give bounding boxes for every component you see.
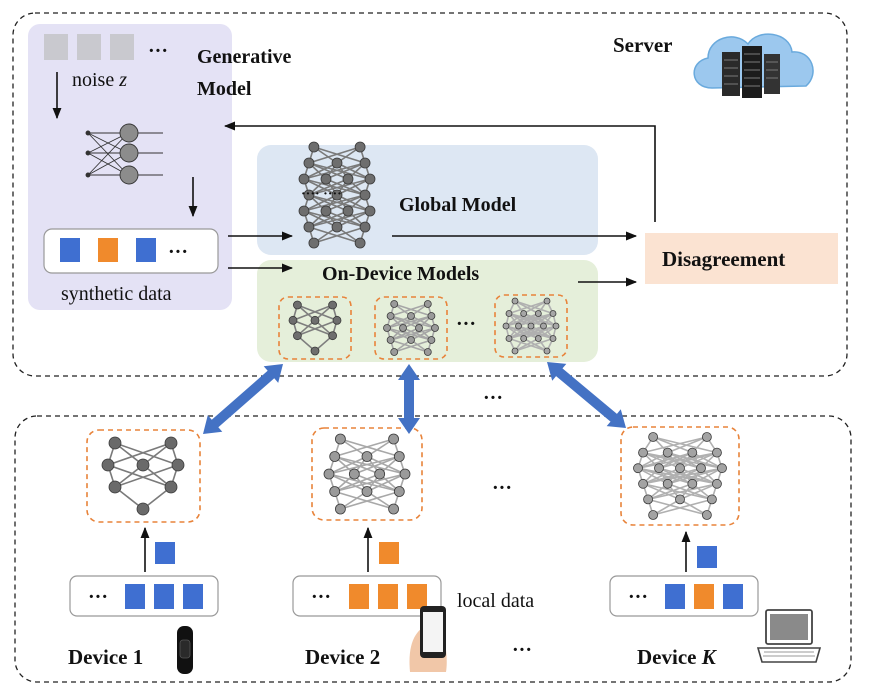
device-1-network-icon (101, 436, 185, 516)
device-2-data-sample-3 (407, 584, 427, 609)
device-2-network-icon (323, 433, 411, 515)
server-model-k-network-icon (502, 297, 560, 355)
sync-arrow-device-2 (398, 364, 420, 434)
server-model-1-network-icon (288, 300, 342, 356)
devices-container (14, 415, 852, 683)
on-device-models-label: On-Device Models (322, 263, 479, 285)
device-1-data-sample-2 (154, 584, 174, 609)
device-3-data-sample-3 (723, 584, 743, 609)
global-model-network-icon (298, 141, 376, 249)
device-1-data-sample-3 (183, 584, 203, 609)
synthetic-ellipsis: ··· (168, 241, 188, 263)
server-cloud-icon (693, 33, 814, 98)
disagreement-box (645, 233, 838, 284)
laptop-icon (756, 609, 822, 663)
smartphone-icon (409, 606, 447, 672)
device-3-batch-sample (697, 546, 717, 568)
synthetic-data-label: synthetic data (61, 283, 172, 305)
disagreement-label: Disagreement (662, 247, 785, 271)
noise-label: noise z (72, 69, 127, 91)
on-device-ellipsis: ··· (456, 313, 476, 335)
device-1-data-ellipsis: ··· (88, 586, 108, 608)
global-model-label: Global Model (399, 194, 517, 216)
device-k-network-icon (633, 432, 727, 520)
device-2-label: Device 2 (305, 645, 380, 669)
sync-arrow-device-1 (203, 364, 283, 434)
device-2-model-box (311, 427, 423, 521)
generative-title-line2: Model (197, 78, 252, 100)
device-1-batch-sample (155, 542, 175, 564)
noise-ellipsis: ··· (148, 40, 168, 62)
server-label: Server (613, 33, 672, 57)
generator-network-icon (85, 123, 163, 185)
server-model-slot-1 (278, 296, 352, 360)
synthetic-sample-2 (98, 238, 118, 262)
device-k-model-box (620, 426, 740, 526)
synthetic-sample-1 (60, 238, 80, 262)
device-k-label: Device K (637, 645, 718, 669)
device-3-data-sample-1 (665, 584, 685, 609)
device-2-data-sample-2 (378, 584, 398, 609)
device-3-data-ellipsis: ··· (628, 586, 648, 608)
disagreement-feedback-arrow (223, 121, 656, 222)
device-models-ellipsis: ··· (492, 477, 512, 499)
smartwatch-icon (177, 626, 193, 674)
sync-arrow-device-k (547, 362, 626, 428)
noise-vector (44, 34, 134, 60)
device-label-ellipsis: ··· (512, 639, 532, 661)
device-2-data-ellipsis: ··· (311, 586, 331, 608)
device-3-data-sample-2 (694, 584, 714, 609)
between-ellipsis: ··· (483, 387, 503, 409)
device-1-data-sample-1 (125, 584, 145, 609)
synthetic-sample-3 (136, 238, 156, 262)
generative-title-line1: Generative (197, 46, 292, 68)
device-1-model-box (86, 429, 201, 523)
sync-arrows (203, 362, 626, 434)
server-model-slot-k (494, 294, 568, 358)
server-model-2-network-icon (383, 300, 439, 356)
synthetic-data-box (43, 228, 219, 274)
server-container (12, 12, 848, 377)
device-1-label: Device 1 (68, 645, 143, 669)
device-2-data-sample-1 (349, 584, 369, 609)
global-model-ellipsis: ···· ···· (301, 187, 342, 202)
local-data-label: local data (457, 590, 534, 612)
device-2-batch-sample (379, 542, 399, 564)
server-model-slot-2 (374, 296, 448, 360)
